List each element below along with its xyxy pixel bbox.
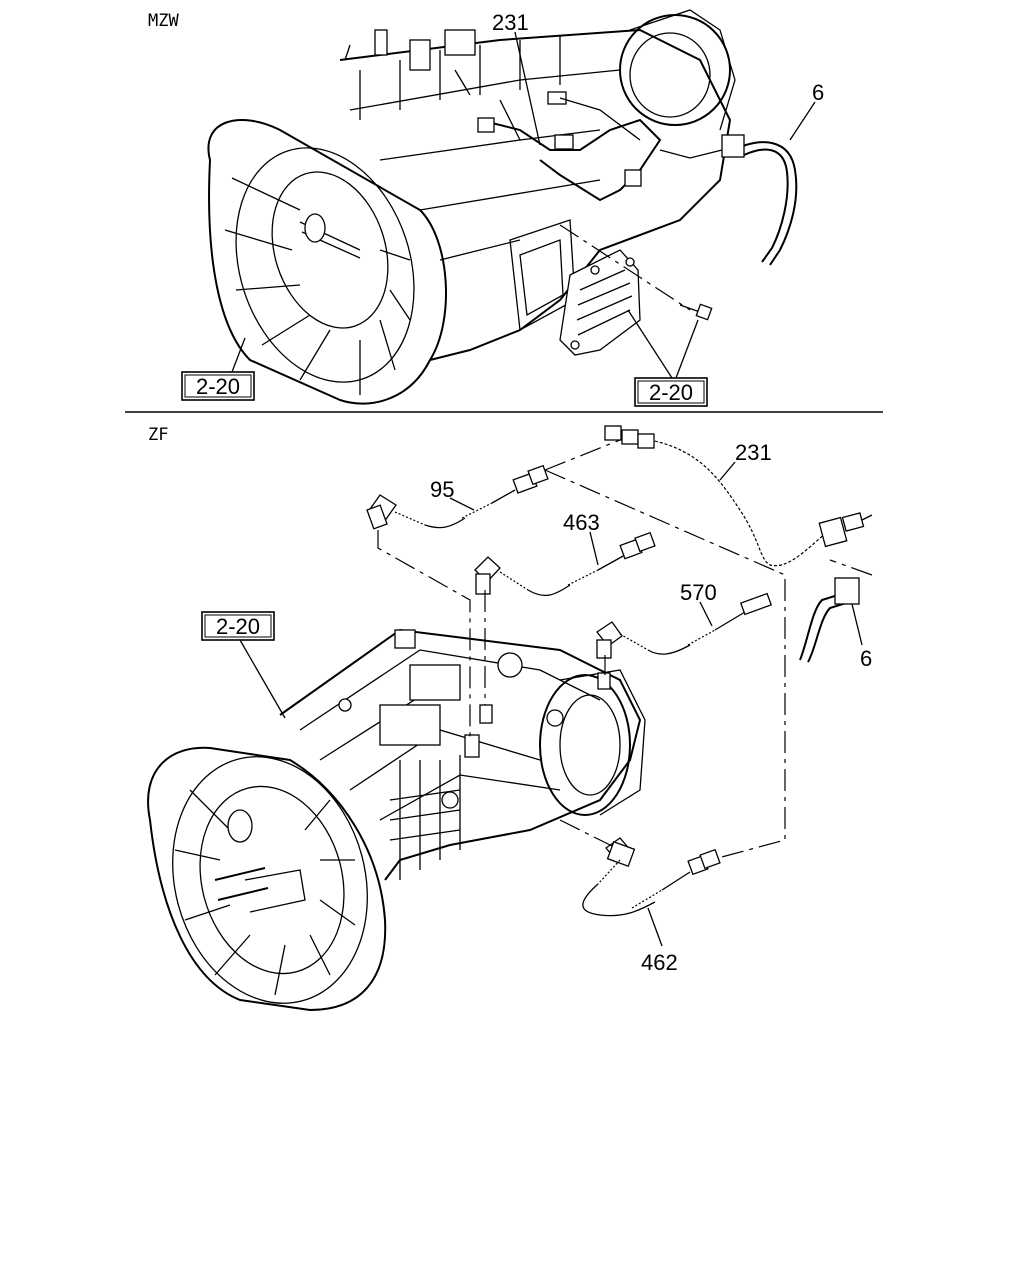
mzw-callout-6: 6 — [789, 80, 824, 141]
zf-harness-231 — [604, 425, 873, 567]
section-title-zf: ZF — [148, 425, 168, 445]
callout-6-zf: 6 — [860, 646, 872, 671]
zf-assembly-lines — [377, 439, 786, 859]
section-title-mzw: MZW — [148, 11, 179, 31]
zf-sensor-95 — [366, 464, 549, 530]
ref-box-label: 2-20 — [196, 374, 240, 399]
callout-231-zf: 231 — [735, 440, 772, 465]
zf-callout-95: 95 — [430, 477, 475, 511]
callout-462: 462 — [641, 950, 678, 975]
mzw-ref-box-left: 2-20 — [181, 337, 255, 401]
callout-95: 95 — [430, 477, 454, 502]
zf-cable-6 — [799, 559, 873, 663]
mzw-ref-box-right: 2-20 — [627, 309, 708, 407]
zf-sensor-462 — [582, 837, 721, 917]
zf-sensor-463 — [474, 531, 656, 597]
callout-231-mzw: 231 — [492, 10, 529, 35]
zf-transmission-illustration — [147, 628, 646, 1012]
zf-callout-570: 570 — [680, 580, 717, 627]
zf-callout-231: 231 — [719, 440, 772, 481]
zf-callout-6: 6 — [851, 603, 872, 671]
zf-ref-box: 2-20 — [201, 611, 286, 719]
callout-570: 570 — [680, 580, 717, 605]
callout-463: 463 — [563, 510, 600, 535]
zf-callout-463: 463 — [563, 510, 600, 566]
ref-box-label: 2-20 — [649, 380, 693, 405]
mzw-transmission-illustration — [207, 9, 798, 405]
callout-6-mzw: 6 — [812, 80, 824, 105]
zf-sensor-570 — [596, 592, 773, 659]
mzw-callout-231: 231 — [492, 10, 541, 146]
zf-callout-462: 462 — [641, 907, 678, 975]
ref-box-label: 2-20 — [216, 614, 260, 639]
